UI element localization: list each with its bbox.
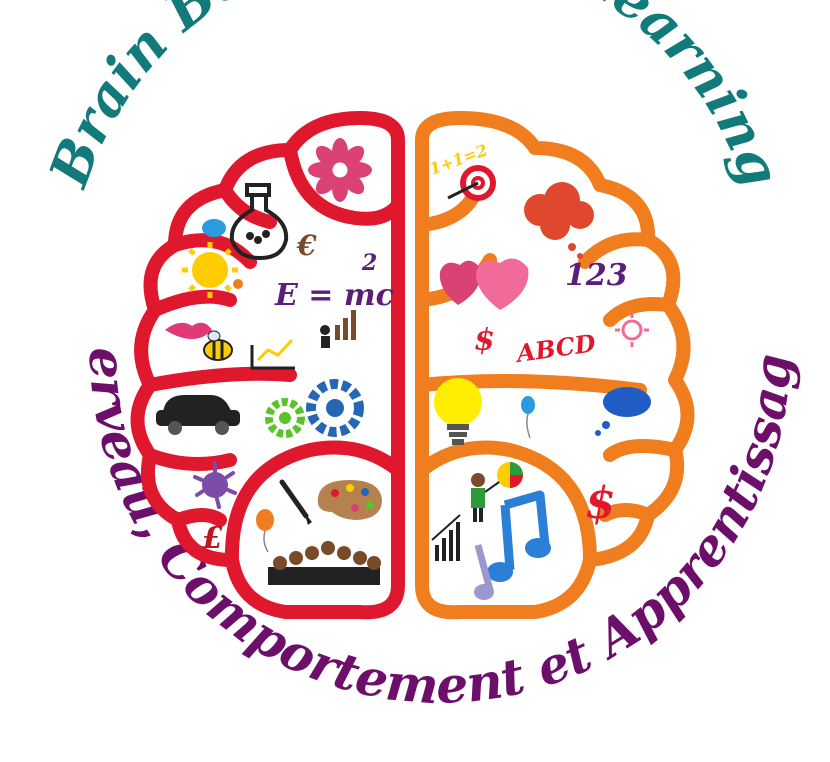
letters-text: ABCD xyxy=(513,328,598,368)
dollar-big-symbol: $ xyxy=(585,478,616,529)
hearts-icon xyxy=(439,258,529,310)
left-hemisphere xyxy=(130,111,405,620)
euro-symbol: € xyxy=(296,229,317,262)
dollar-small-symbol: $ xyxy=(474,323,495,358)
person-chart-icon xyxy=(320,310,356,348)
formula-text: E = mc xyxy=(274,278,394,313)
target-icon xyxy=(447,165,496,201)
paintbrush-icon xyxy=(279,479,312,525)
audience-icon xyxy=(268,541,381,585)
balloon-icon xyxy=(256,509,274,553)
palette-icon xyxy=(317,480,382,520)
cloud-icon xyxy=(524,182,594,259)
flower-icon xyxy=(308,138,372,202)
numbers-text: 123 xyxy=(565,258,628,293)
flask-icon xyxy=(229,183,289,261)
lightbulb-icon xyxy=(434,378,482,445)
presenter-icon xyxy=(471,462,523,522)
speech-bubble-icon xyxy=(595,387,651,436)
splat-icon xyxy=(193,461,237,509)
sun-small-icon xyxy=(615,313,649,347)
pound-symbol: £ xyxy=(202,521,223,556)
line-chart-icon xyxy=(250,338,295,370)
bar-chart-icon xyxy=(431,514,461,561)
bee-icon xyxy=(203,330,233,361)
formula-exponent: 2 xyxy=(361,250,377,276)
music-notes-icon xyxy=(474,490,551,600)
sun-icon xyxy=(182,242,243,298)
balloon-right-icon xyxy=(521,396,535,439)
lips-icon xyxy=(165,322,212,339)
car-icon xyxy=(156,395,240,435)
chat-bubble-icon xyxy=(202,219,226,237)
title-english: Brain Behavior and Learning xyxy=(36,0,794,196)
gears-icon xyxy=(265,379,364,438)
